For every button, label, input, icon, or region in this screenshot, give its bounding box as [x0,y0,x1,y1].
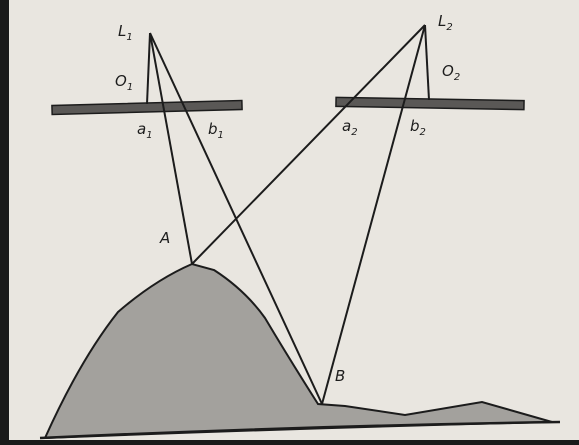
label-a2: a2 [342,117,358,138]
optical-axis-L1 [146,32,151,105]
label-L2: L2 [438,12,453,33]
label-O1: O1 [115,72,133,93]
ray-L1-A [149,32,193,265]
label-B: B [335,367,345,385]
label-A: A [159,229,170,247]
optical-axis-L2 [424,24,430,101]
label-a1: a1 [137,120,153,141]
label-b2: b2 [410,117,426,138]
label-b1: b1 [208,120,224,141]
label-L1: L1 [118,22,133,43]
ray-L2-B [321,24,426,405]
image-plane-right [335,96,525,111]
ray-L2-A [191,24,426,265]
ground-baseline [39,420,561,440]
label-O2: O2 [442,62,460,83]
